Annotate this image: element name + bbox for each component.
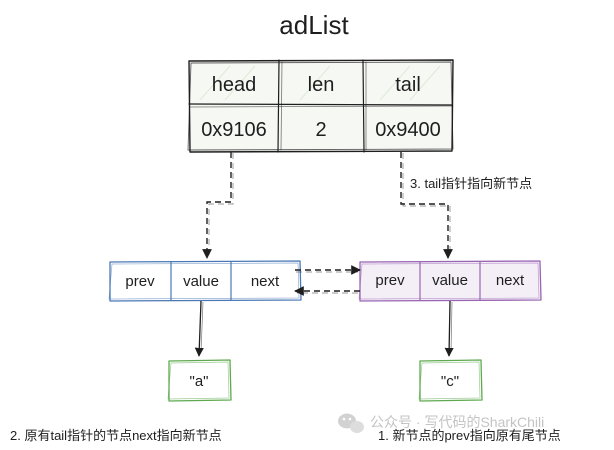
value-box-c: "c": [418, 359, 483, 402]
table-header-head: head: [212, 74, 257, 96]
value-c-label: "c": [441, 373, 459, 390]
adlist-table: head len tail 0x9106 2 0x9400: [187, 59, 454, 153]
new-node-prev-field: prev: [375, 272, 405, 289]
tail-pointer-arrow: [400, 152, 453, 259]
table-header-len: len: [308, 74, 335, 96]
old-node-value-arrow: [194, 300, 204, 357]
wechat-icon: [338, 413, 364, 433]
new-node-value-arrow: [444, 300, 454, 357]
head-pointer-arrow: [202, 152, 232, 259]
old-node-value-field: value: [183, 273, 219, 290]
new-node-value-field: value: [432, 272, 468, 289]
annotation-tail-to-new: 3. tail指针指向新节点: [410, 176, 532, 191]
old-node-next-field: next: [251, 273, 280, 290]
new-node: prev value next: [358, 260, 542, 302]
annotation-new-prev-to-old: 1. 新节点的prev指向原有尾节点: [378, 428, 561, 443]
old-tail-node: prev value next: [108, 260, 302, 302]
table-value-len: 2: [315, 119, 326, 141]
value-box-a: "a": [167, 359, 232, 402]
table-value-head: 0x9106: [201, 119, 267, 141]
watermark: 公众号 · 写代码的SharkChili: [338, 413, 544, 433]
diagram-title: adList: [279, 10, 349, 40]
new-node-next-field: next: [496, 272, 525, 289]
old-node-prev-field: prev: [125, 273, 155, 290]
table-header-tail: tail: [395, 74, 421, 96]
value-a-label: "a": [190, 373, 209, 390]
table-value-tail: 0x9400: [375, 119, 441, 141]
annotation-old-next-to-new: 2. 原有tail指针的节点next指向新节点: [10, 428, 222, 443]
watermark-text: 公众号 · 写代码的SharkChili: [370, 414, 544, 430]
